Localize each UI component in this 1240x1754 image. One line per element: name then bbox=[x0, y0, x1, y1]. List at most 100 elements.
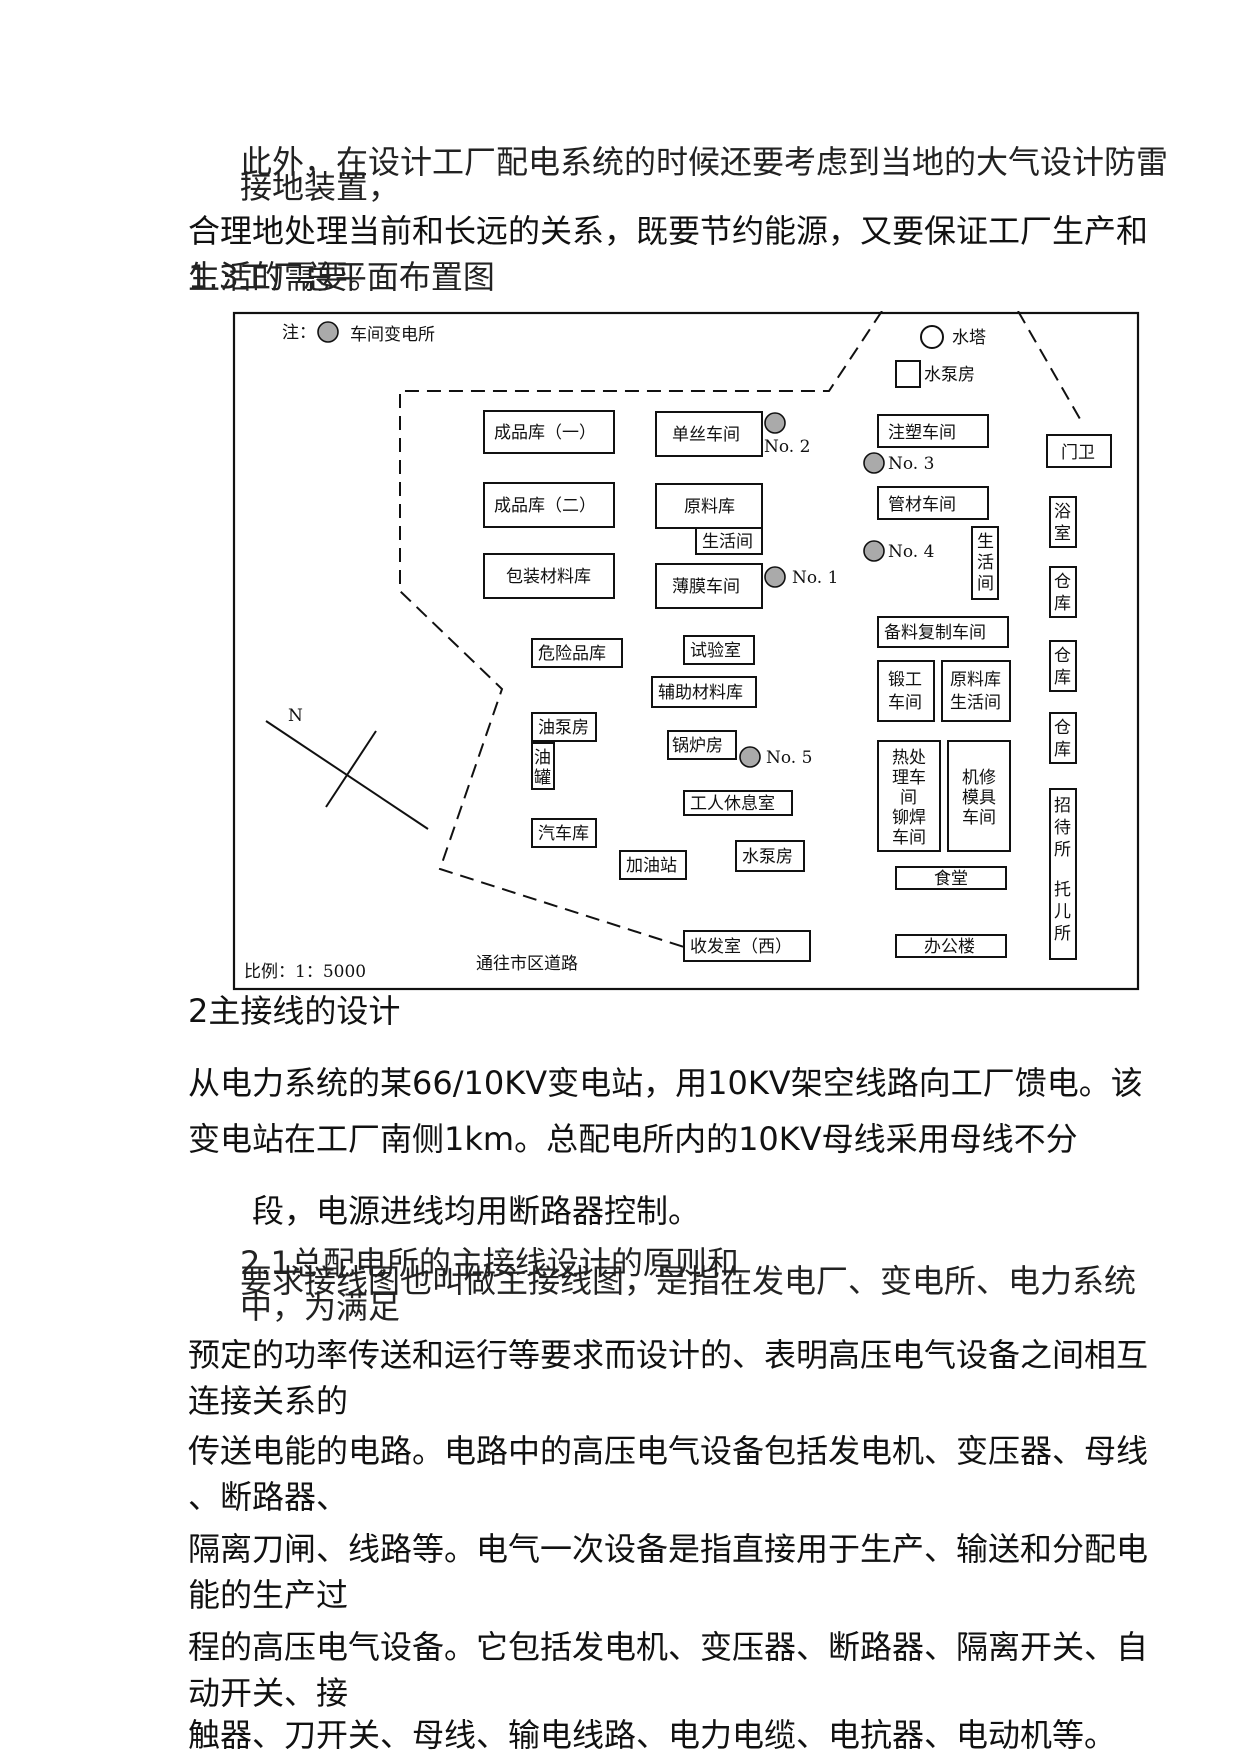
substation-no5-label: No. 5 bbox=[766, 748, 812, 768]
living-room-1 bbox=[695, 527, 763, 555]
paragraph-line-2: 变电站在工厂南侧1km。总配电所内的10KV母线采用母线不分 bbox=[188, 1120, 1078, 1158]
workers-rest-room bbox=[683, 790, 793, 816]
heat-label-4: 铆焊 bbox=[892, 808, 926, 828]
film-workshop bbox=[655, 563, 763, 609]
substation-no2-label: No. 2 bbox=[764, 437, 810, 457]
body-line-4: 程的高压电气设备。它包括发电机、变压器、断路器、隔离开关、自 bbox=[188, 1628, 1149, 1666]
filling-station-label: 加油站 bbox=[626, 856, 677, 876]
gate-label: 门卫 bbox=[1061, 443, 1095, 463]
text-line-2: 合理地处理当前和长远的关系，既要节约能源，又要保证工厂生产和 bbox=[188, 212, 1149, 250]
guest-label-1: 招 bbox=[1054, 796, 1071, 816]
garage bbox=[531, 818, 597, 848]
mould-label-3: 车间 bbox=[962, 808, 996, 828]
test-lab bbox=[683, 635, 755, 665]
raw-living-label-2: 生活间 bbox=[950, 693, 1001, 713]
warehouse-3-label-1: 仓 bbox=[1054, 718, 1071, 738]
text-line-3a: 生活的需要。 bbox=[188, 258, 381, 296]
forge-workshop-label-1: 锻工 bbox=[888, 670, 922, 690]
warehouse-1-label-1: 仓 bbox=[1054, 572, 1071, 592]
warehouse-1-label-2: 库 bbox=[1054, 594, 1071, 614]
mail-room-label: 收发室（西） bbox=[690, 937, 792, 957]
bathroom-label-1: 浴 bbox=[1054, 502, 1071, 522]
factory-layout-plan: 注： 车间变电所 水塔 水泵房 门卫 成品库（一） 成品库（二） 包装材料库 危… bbox=[232, 311, 1140, 991]
canteen-label: 食堂 bbox=[934, 869, 968, 889]
warehouse-2-label-2: 库 bbox=[1054, 668, 1071, 688]
living-room-1-label: 生活间 bbox=[702, 532, 753, 552]
living-room-2-label-2: 活 bbox=[977, 553, 994, 573]
film-workshop-label: 薄膜车间 bbox=[672, 577, 740, 597]
hazardous-store bbox=[531, 638, 623, 668]
body-line-5: 触器、刀开关、母线、输电线路、电力电缆、电抗器、电动机等。 bbox=[188, 1716, 1117, 1754]
section-heading-2: 2主接线的设计 bbox=[188, 992, 401, 1030]
finished-store-1-label: 成品库（一） bbox=[494, 423, 596, 443]
pump-house-top-label: 水泵房 bbox=[924, 365, 975, 385]
substation-legend-icon bbox=[317, 321, 339, 343]
finished-store-2-label: 成品库（二） bbox=[494, 496, 596, 516]
auxiliary-store bbox=[651, 676, 757, 708]
section-heading-1-3: 1.3工厂总平面布置图 bbox=[188, 258, 495, 296]
canteen bbox=[895, 866, 1007, 890]
warehouse-2 bbox=[1049, 640, 1077, 692]
oil-tank bbox=[531, 742, 555, 790]
substation-no4-icon bbox=[863, 540, 885, 562]
gate-box bbox=[1046, 434, 1112, 468]
monofilament-workshop-label: 单丝车间 bbox=[672, 425, 740, 445]
road-label: 通往市区道路 bbox=[476, 954, 578, 974]
body-line-1: 预定的功率传送和运行等要求而设计的、表明高压电气设备之间相互 bbox=[188, 1336, 1149, 1374]
raw-living-label-1: 原料库 bbox=[950, 670, 1001, 690]
prep-workshop bbox=[877, 616, 1009, 648]
forge-workshop bbox=[877, 660, 935, 722]
garage-label: 汽车库 bbox=[538, 824, 589, 844]
legend-prefix: 注： bbox=[282, 323, 316, 343]
guest-label-2: 待 bbox=[1054, 818, 1071, 838]
body-line-1b: 连接关系的 bbox=[188, 1382, 349, 1420]
prep-workshop-label: 备料复制车间 bbox=[884, 623, 986, 643]
filling-station bbox=[619, 850, 687, 880]
body-line-3b: 能的生产过 bbox=[188, 1576, 349, 1614]
nursery-label-3: 所 bbox=[1054, 924, 1071, 944]
injection-workshop-label: 注塑车间 bbox=[888, 423, 956, 443]
body-line-2b: 、断路器、 bbox=[188, 1478, 349, 1516]
packaging-store bbox=[483, 553, 615, 599]
north-label: N bbox=[288, 706, 303, 726]
forge-workshop-label-2: 车间 bbox=[888, 693, 922, 713]
substation-no3-label: No. 3 bbox=[888, 454, 934, 474]
body-line-4b: 动开关、接 bbox=[188, 1674, 349, 1712]
mould-label-1: 机修 bbox=[962, 768, 996, 788]
oil-tank-label-2: 罐 bbox=[534, 768, 551, 788]
raw-living bbox=[941, 660, 1011, 722]
hazardous-store-label: 危险品库 bbox=[538, 644, 606, 664]
raw-material-store bbox=[655, 483, 763, 529]
office-building-label: 办公楼 bbox=[924, 937, 975, 957]
substation-no1-icon bbox=[764, 566, 786, 588]
overlap-line-b: 要求接线图也叫做主接线图，是指在发电厂、变电所、电力系统 bbox=[240, 1262, 1137, 1300]
heat-label-3: 间 bbox=[900, 788, 917, 808]
auxiliary-store-label: 辅助材料库 bbox=[658, 683, 743, 703]
pump-house-bottom-label: 水泵房 bbox=[742, 847, 793, 867]
text-line-overlap-1b: 接地装置， bbox=[240, 168, 401, 206]
boiler-room bbox=[667, 730, 737, 760]
oil-pump-house-label: 油泵房 bbox=[538, 718, 589, 738]
guest-house-nursery bbox=[1049, 788, 1077, 960]
substation-no2-icon bbox=[764, 412, 786, 434]
north-arrow-cross bbox=[325, 730, 377, 808]
living-room-2 bbox=[971, 526, 999, 600]
substation-no4-label: No. 4 bbox=[888, 542, 934, 562]
heat-treatment-workshop bbox=[877, 740, 941, 852]
pump-house-bottom bbox=[735, 840, 805, 872]
warehouse-2-label-1: 仓 bbox=[1054, 646, 1071, 666]
boiler-room-label: 锅炉房 bbox=[672, 736, 723, 756]
living-room-2-label-3: 间 bbox=[977, 574, 994, 594]
test-lab-label: 试验室 bbox=[690, 641, 741, 661]
packaging-store-label: 包装材料库 bbox=[506, 567, 591, 587]
heat-label-1: 热处 bbox=[892, 748, 926, 768]
substation-no5-icon bbox=[739, 746, 761, 768]
injection-workshop bbox=[877, 414, 989, 448]
mould-label-2: 模具 bbox=[962, 788, 996, 808]
oil-pump-house bbox=[531, 712, 597, 742]
legend-label: 车间变电所 bbox=[350, 325, 435, 345]
body-line-2: 传送电能的电路。电路中的高压电气设备包括发电机、变压器、母线 bbox=[188, 1432, 1149, 1470]
paragraph-line-1: 从电力系统的某66/10KV变电站，用10KV架空线路向工厂馈电。该 bbox=[188, 1064, 1143, 1102]
workers-rest-room-label: 工人休息室 bbox=[690, 794, 775, 814]
bathroom bbox=[1049, 496, 1077, 548]
